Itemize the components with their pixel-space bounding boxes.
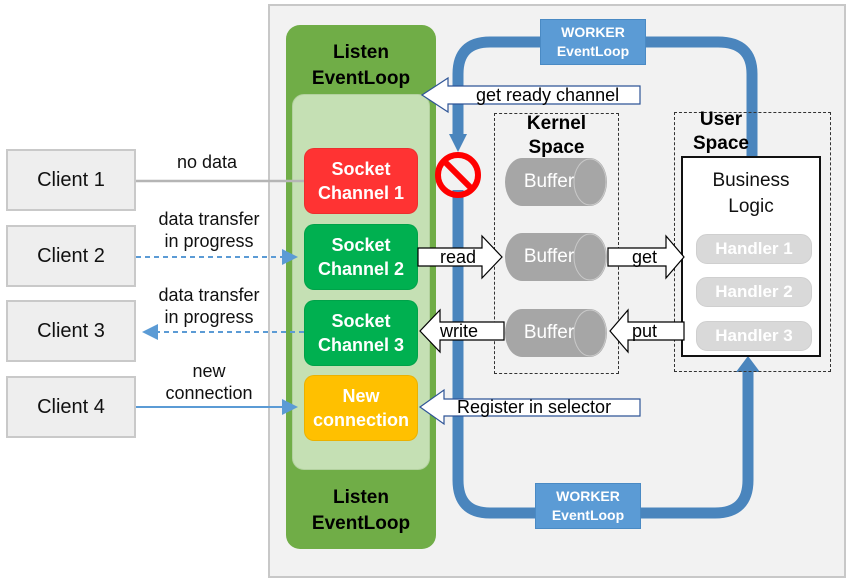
- buffer-cylinder-icon: [505, 233, 607, 281]
- title-line: Space: [693, 133, 749, 154]
- user-space-region: [674, 112, 831, 372]
- worker-label-line: EventLoop: [551, 507, 625, 523]
- client-2-box: Client 2: [6, 225, 136, 287]
- get-label: get: [632, 247, 658, 267]
- label-line: in progress: [164, 307, 254, 327]
- title-line: EventLoop: [311, 68, 411, 89]
- buffer-cylinder-icon: [505, 158, 607, 206]
- kernel-buffer-2: Buffer: [504, 232, 608, 282]
- kernel-space-title: Kernel Space: [494, 112, 619, 160]
- no-entry-icon: [435, 152, 481, 198]
- handler-label: Handler 1: [715, 239, 793, 258]
- label-line: no data: [176, 152, 238, 172]
- label-line: new: [192, 361, 226, 381]
- handler-label: Handler 2: [715, 282, 793, 301]
- label-line: connection: [165, 383, 253, 403]
- label-line: data transfer: [158, 209, 260, 229]
- register-in-selector-label: Register in selector: [457, 397, 612, 417]
- loop-arrowhead-down: [449, 134, 467, 152]
- channel-label-line: Channel 1: [317, 183, 405, 203]
- handler-2: Handler 2: [696, 277, 812, 307]
- client-2-connection-label: data transfer in progress: [134, 208, 284, 252]
- user-space-title: User Space: [690, 108, 752, 156]
- title-line: Kernel: [526, 113, 587, 134]
- worker-eventloop-bottom: WORKER EventLoop: [535, 483, 641, 529]
- buffer-label: Buffer: [523, 322, 575, 343]
- worker-loop-segment-left: [452, 190, 540, 519]
- buffer-cylinder-icon: [505, 309, 607, 357]
- register-in-selector-arrow: [418, 388, 641, 426]
- client-4-connection-label: new connection: [134, 360, 284, 404]
- business-logic-title: Business Logic: [683, 168, 819, 220]
- channel-label-line: connection: [312, 410, 409, 430]
- write-arrow: [419, 308, 505, 354]
- client-1-box: Client 1: [6, 149, 136, 211]
- listen-eventloop-title-bottom: Listen EventLoop: [286, 485, 436, 537]
- worker-loop-segment-bottom-right: [640, 370, 754, 519]
- client-3-box: Client 3: [6, 300, 136, 362]
- channel-label-line: Channel 3: [317, 335, 405, 355]
- kernel-space-region: [494, 113, 619, 374]
- client-1-label: Client 1: [37, 168, 105, 191]
- worker-eventloop-top: WORKER EventLoop: [540, 19, 646, 65]
- label-line: data transfer: [158, 285, 260, 305]
- put-arrow: [609, 308, 685, 354]
- new-connection-channel: New connection: [304, 375, 418, 441]
- get-ready-channel-arrow: [420, 76, 641, 114]
- label-line: in progress: [164, 231, 254, 251]
- handler-label: Handler 3: [715, 326, 793, 345]
- client-2-label: Client 2: [37, 244, 105, 267]
- handler-3: Handler 3: [696, 321, 812, 351]
- channel-label-line: Socket: [331, 159, 391, 179]
- channel-label-line: Socket: [331, 311, 391, 331]
- title-line: Listen: [333, 42, 389, 63]
- client-4-label: Client 4: [37, 395, 105, 418]
- read-arrow: [417, 234, 503, 280]
- handler-1: Handler 1: [696, 234, 812, 264]
- worker-label-line: EventLoop: [556, 43, 630, 59]
- channel-label-line: New: [342, 386, 380, 406]
- kernel-buffer-3: Buffer: [504, 308, 608, 358]
- kernel-buffer-1: Buffer: [504, 157, 608, 207]
- worker-loop-path: [452, 36, 546, 140]
- write-label: write: [440, 321, 479, 341]
- title-line: User: [699, 109, 743, 130]
- client-1-connection-label: no data: [132, 151, 282, 173]
- loop-arrowhead-up: [736, 356, 760, 372]
- get-arrow: [607, 234, 685, 280]
- buffer-label: Buffer: [523, 246, 575, 267]
- title-line: Logic: [728, 196, 774, 217]
- put-label: put: [632, 321, 658, 341]
- read-label: read: [440, 247, 477, 267]
- buffer-label: Buffer: [523, 171, 575, 192]
- worker-label-line: WORKER: [561, 24, 625, 40]
- title-line: Business: [712, 170, 790, 191]
- channel-label-line: Channel 2: [317, 259, 405, 279]
- client-3-connection-label: data transfer in progress: [134, 284, 284, 328]
- client-3-label: Client 3: [37, 319, 105, 342]
- channel-label-line: Socket: [331, 235, 391, 255]
- worker-loop-segment-top-right: [640, 36, 758, 158]
- title-line: EventLoop: [311, 513, 411, 534]
- title-line: Space: [528, 137, 585, 158]
- worker-label-line: WORKER: [556, 488, 620, 504]
- title-line: Listen: [333, 487, 389, 508]
- client-4-box: Client 4: [6, 376, 136, 438]
- get-ready-channel-label: get ready channel: [476, 85, 620, 105]
- listen-eventloop-title-top: Listen EventLoop: [286, 40, 436, 92]
